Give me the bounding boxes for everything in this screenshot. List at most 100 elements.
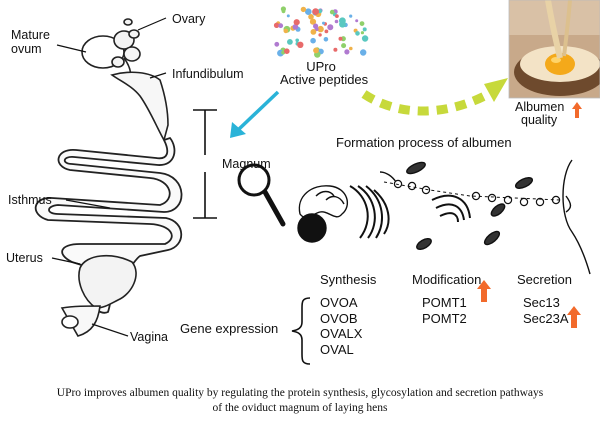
peptide-dot	[273, 22, 280, 28]
vagina-label: Vagina	[130, 330, 168, 344]
vesicle-path	[383, 181, 561, 201]
peptide-dot	[281, 9, 286, 14]
upro-label: UPro Active peptides	[280, 59, 369, 87]
peptide-dot	[349, 46, 353, 51]
gene-expression-brace	[291, 297, 311, 365]
mature-ovum-line-2: ovum	[11, 42, 42, 56]
vesicle-chain	[383, 179, 561, 207]
peptide-dot	[363, 37, 367, 42]
magnum-bracket	[193, 109, 217, 219]
peptide-dot	[305, 8, 312, 15]
peptide-dot	[355, 31, 360, 36]
gene-item: Sec13	[523, 295, 560, 310]
gene-item: OVAL	[320, 341, 354, 357]
cell-secretion-graphic	[297, 159, 591, 275]
up-arrows	[477, 102, 582, 328]
magnum-label: Magnum	[222, 157, 271, 171]
peptide-dot	[310, 29, 317, 35]
peptide-dot	[359, 21, 365, 26]
upro-line-2: Active peptides	[280, 72, 369, 87]
uterus-label: Uterus	[6, 251, 43, 265]
up-arrow-icon	[572, 102, 582, 118]
peptide-dot	[286, 14, 290, 18]
vesicle	[487, 193, 497, 203]
secretion-genes: Sec13 Sec23A	[523, 295, 569, 326]
peptide-dot	[317, 25, 324, 33]
peptide-dot	[274, 41, 280, 47]
uterus-shape	[78, 255, 137, 309]
infundibulum-shape	[110, 71, 169, 143]
gene-item: Sec23A	[523, 310, 569, 326]
gene-item: OVALX	[320, 326, 363, 341]
formation-title: Formation process of albumen	[336, 135, 512, 150]
peptide-dot	[360, 31, 364, 35]
figure-caption: UPro improves albumen quality by regulat…	[0, 386, 600, 416]
peptide-dot	[309, 18, 317, 25]
peptide-dot	[349, 14, 353, 18]
caption-line-1: UPro improves albumen quality by regulat…	[56, 387, 544, 399]
peptide-dot	[341, 43, 347, 49]
vesicle	[535, 197, 545, 207]
albumen-quality-line-2: quality	[521, 113, 558, 127]
mature-ovum-label: Mature ovum	[11, 28, 50, 56]
magnifier-icon	[237, 163, 286, 227]
peptide-dot	[313, 23, 319, 29]
peptide-dot	[322, 21, 325, 25]
peptide-dot	[338, 36, 343, 41]
gene-item: POMT1	[422, 295, 467, 310]
stage-synthesis: Synthesis	[320, 272, 377, 287]
peptide-dot	[313, 47, 319, 54]
oviduct-illustration	[34, 18, 183, 337]
albumen-photo	[508, 0, 600, 99]
peptide-dot	[292, 24, 299, 30]
leader-lines	[51, 17, 167, 337]
peptide-dot	[283, 28, 289, 34]
up-arrow-icon	[477, 280, 491, 302]
caption-line-2: of the oviduct magnum of laying hens	[212, 402, 388, 414]
synthesis-genes: OVOA OVOB OVALX OVAL	[320, 295, 362, 357]
peptide-dot	[300, 6, 307, 13]
vesicle	[421, 185, 431, 195]
albumen-quality-line-1: Albumen	[515, 100, 565, 114]
peptide-dot	[284, 48, 290, 54]
peptide-dot	[278, 23, 284, 29]
peptide-dot	[362, 27, 367, 32]
peptides-graphic	[273, 6, 369, 58]
gene-item: OVOA	[320, 295, 358, 310]
dashed-arrow	[361, 78, 508, 116]
peptide-dot	[310, 37, 316, 44]
ovary-cluster	[81, 18, 141, 83]
peptide-dot	[360, 49, 367, 56]
infundibulum-label: Infundibulum	[172, 67, 244, 81]
peptide-dot	[324, 29, 329, 34]
albumen-quality-label: Albumen quality	[515, 101, 564, 127]
gene-item: OVOB	[320, 310, 358, 326]
gene-expression-label: Gene expression	[180, 321, 279, 336]
peptide-dot	[318, 33, 322, 37]
peptide-dot	[327, 24, 334, 31]
peptide-dot	[333, 47, 338, 52]
mature-ovum-line-1: Mature	[11, 28, 50, 42]
modification-genes: POMT1 POMT2	[422, 295, 467, 326]
peptide-dot	[323, 37, 329, 42]
upro-line-1: UPro	[306, 59, 336, 74]
peptide-dot	[355, 19, 359, 23]
up-arrow-icon	[567, 306, 581, 328]
peptide-dot	[295, 38, 300, 43]
peptide-dot	[339, 20, 346, 28]
stage-secretion: Secretion	[517, 272, 572, 287]
peptide-dot	[335, 14, 339, 18]
peptide-dot	[312, 8, 319, 16]
peptide-dot	[287, 39, 293, 45]
stage-modification: Modification	[412, 272, 482, 287]
peptide-dot	[308, 13, 314, 20]
pointer-arrow	[230, 90, 280, 138]
peptide-dot	[334, 19, 339, 24]
peptide-dot	[293, 19, 300, 26]
peptide-dot	[344, 49, 350, 55]
gene-item: POMT2	[422, 310, 467, 326]
ovary-label: Ovary	[172, 12, 206, 26]
isthmus-label: Isthmus	[8, 193, 52, 207]
